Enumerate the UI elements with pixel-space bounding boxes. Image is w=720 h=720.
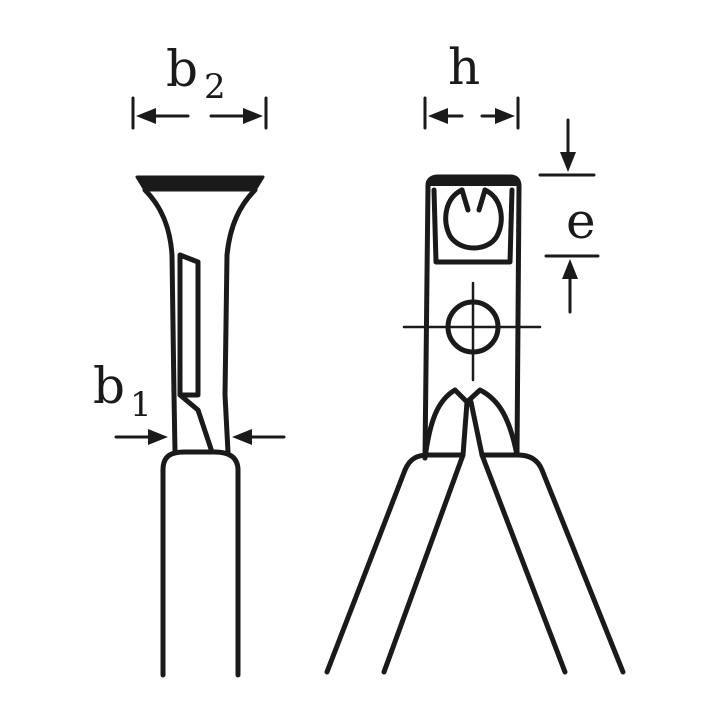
side-view-handle bbox=[160, 449, 241, 678]
side-view-head-outline bbox=[142, 187, 258, 455]
e-arrowhead-top bbox=[560, 152, 576, 172]
b1-label-subscript: 1 bbox=[130, 385, 152, 425]
b2-label: b bbox=[166, 40, 198, 98]
e-label: e bbox=[566, 192, 596, 250]
side-view-cutting-taper bbox=[177, 392, 215, 455]
front-view-jaw-inner bbox=[460, 399, 485, 458]
front-view bbox=[324, 174, 626, 675]
b1-arrowhead-left bbox=[148, 429, 168, 445]
dimension-e: e bbox=[538, 118, 600, 314]
front-view-handle-collar-right bbox=[479, 452, 545, 473]
front-view-handle-collar-left bbox=[402, 452, 466, 473]
front-view-head-outline bbox=[422, 174, 522, 461]
front-view-handle-left bbox=[324, 452, 466, 675]
h-arrowhead-left bbox=[428, 108, 448, 124]
h-arrowhead-right bbox=[495, 108, 515, 124]
dimension-b1: b 1 bbox=[93, 357, 286, 445]
h-label: h bbox=[448, 38, 480, 96]
front-view-handle-right bbox=[479, 452, 626, 675]
front-view-ring-gap-left bbox=[459, 187, 471, 213]
front-view-head-top bbox=[430, 178, 518, 186]
dimension-b2: b 2 bbox=[131, 40, 268, 130]
side-view-head-cap bbox=[135, 175, 265, 192]
front-view-ring-gap-right bbox=[476, 187, 488, 213]
front-view-inner-recess bbox=[431, 187, 515, 265]
side-view bbox=[135, 175, 265, 678]
side-view-groove bbox=[177, 252, 201, 398]
b2-arrowhead-right bbox=[243, 108, 263, 124]
b2-arrowhead-left bbox=[136, 108, 156, 124]
b1-label: b bbox=[93, 357, 125, 415]
b2-label-subscript: 2 bbox=[204, 67, 226, 107]
b1-arrowhead-right bbox=[232, 429, 252, 445]
dimension-h: h bbox=[423, 38, 520, 130]
e-arrowhead-bottom bbox=[562, 259, 578, 279]
front-view-wire-ring bbox=[443, 187, 504, 251]
